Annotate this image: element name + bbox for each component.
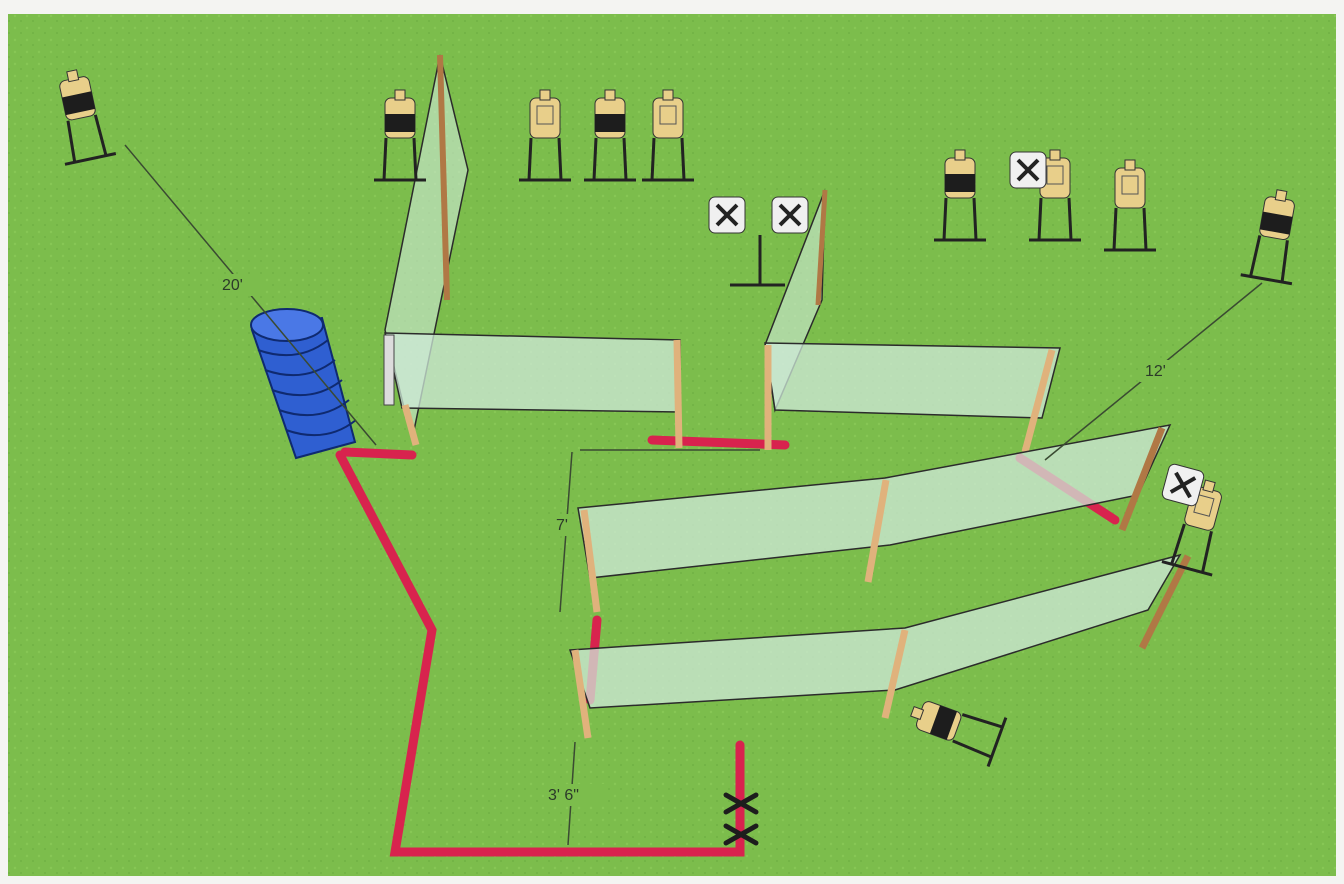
fault-line-barrel	[340, 447, 417, 460]
walls	[383, 54, 1192, 739]
wall-lower	[568, 553, 1182, 709]
no-shoot-1	[707, 195, 747, 235]
no-shoot-3	[1008, 150, 1048, 190]
fault-line-wall-gap	[647, 435, 790, 450]
dimension-wall-to-target: 12'	[1145, 363, 1166, 380]
start-position-x-marks	[723, 792, 759, 846]
targets	[44, 63, 1310, 769]
dimension-wall-gap: 7'	[556, 517, 568, 534]
dimension-barrel-to-target: 20'	[222, 277, 243, 294]
no-shoot-2	[770, 195, 810, 235]
wall-top-left	[384, 332, 681, 413]
fault-line-main	[335, 450, 745, 857]
wall-top-right	[764, 342, 1061, 419]
barrel-stack	[250, 308, 357, 460]
dimension-line-to-wall: 3' 6"	[548, 787, 579, 804]
